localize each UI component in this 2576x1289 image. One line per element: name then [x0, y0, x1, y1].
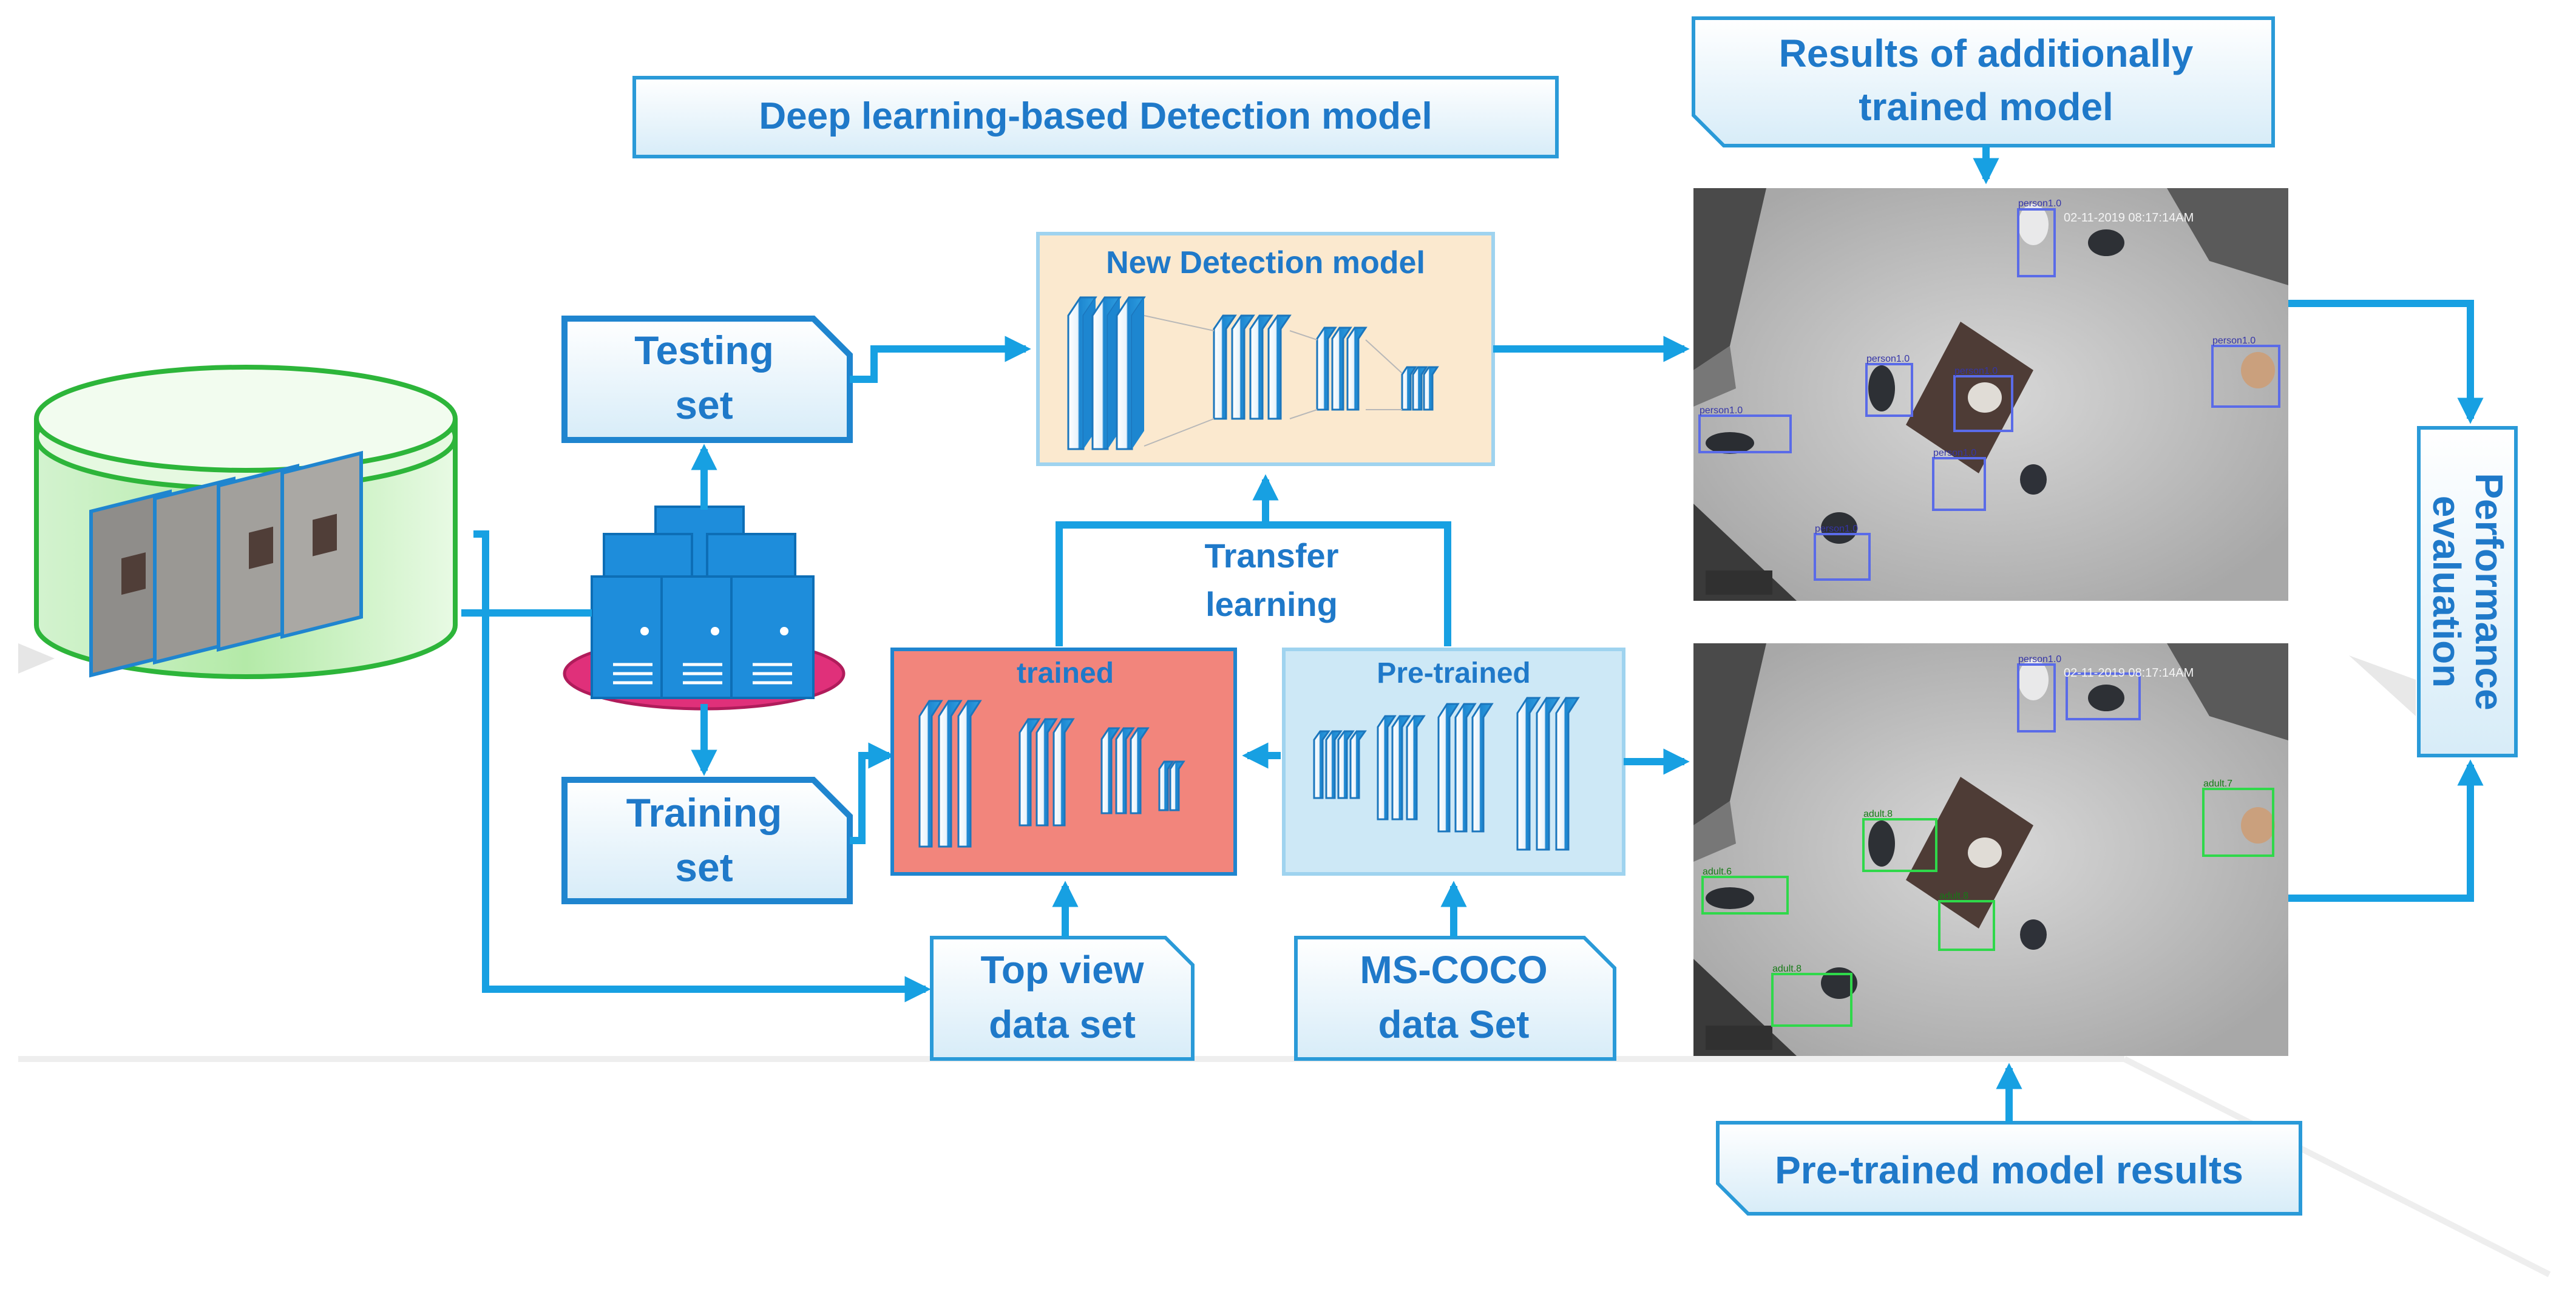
results-additional-line1: Results of additionally: [1779, 32, 2194, 75]
det-top-2: person1.0: [1866, 354, 1910, 364]
title-text: Deep learning-based Detection model: [759, 95, 1432, 137]
det-bottom-5: adult.8: [1772, 964, 1802, 974]
dataset-image-stack: [89, 450, 363, 678]
top-view-line1: Top view: [980, 948, 1144, 992]
pretrained-model-box: Pre-trained: [1282, 648, 1625, 876]
server-stack-icon: [563, 506, 846, 711]
pretrained-network-layers: [1313, 697, 1580, 851]
det-top-7: person1.0: [1815, 524, 1858, 534]
det-top-1: person1.0: [2018, 198, 2061, 209]
det-top-3: person1.0: [1954, 366, 1998, 376]
mscoco-dataset-box: MS-COCO data Set: [1294, 936, 1616, 1061]
top-view-line2: data set: [989, 1003, 1136, 1046]
performance-evaluation-box: Performance evaluation: [2417, 426, 2518, 757]
pretrained-results-label: Pre-trained model results: [1775, 1148, 2243, 1192]
mscoco-line2: data Set: [1378, 1003, 1530, 1046]
timestamp-top: 02-11-2019 08:17:14AM: [2064, 211, 2194, 225]
testing-set-line1: Testing: [634, 328, 774, 373]
testing-set-box: Testing set: [561, 316, 853, 443]
new-detection-model-label: New Detection model: [1106, 245, 1425, 280]
det-bottom-1: adult.8: [1863, 809, 1893, 819]
transfer-learning-line1: Transfer: [1205, 536, 1339, 575]
timestamp-bottom: 02-11-2019 08:17:14AM: [2064, 666, 2194, 680]
mscoco-line1: MS-COCO: [1360, 948, 1547, 992]
top-view-dataset-box: Top view data set: [930, 936, 1195, 1061]
training-set-line1: Training: [626, 790, 782, 835]
det-bottom-4: adult.7: [2203, 779, 2232, 789]
new-detection-model-box: New Detection model: [1036, 232, 1495, 466]
database-cylinder: [34, 365, 458, 679]
pretrained-results-box: Pre-trained model results: [1716, 1121, 2302, 1216]
transfer-learning-line2: learning: [1205, 585, 1338, 623]
performance-line2: evaluation: [2425, 496, 2469, 688]
trained-label: trained: [1017, 657, 1114, 689]
detection-result-photo-top: person1.0 person1.0 person1.0 person1.0 …: [1693, 188, 2288, 601]
pretrained-label: Pre-trained: [1377, 657, 1530, 689]
training-set-line2: set: [675, 845, 733, 890]
det-bottom-2: adult.6: [1703, 867, 1732, 877]
results-additional-line2: trained model: [1859, 85, 2113, 129]
det-top-6: person1.0: [2212, 336, 2256, 346]
detection-result-photo-bottom: adult.8 adult.6 adult.8 adult.7 adult.8 …: [1693, 643, 2288, 1056]
det-bottom-3: adult.8: [1939, 891, 1968, 901]
trained-network-layers: [918, 700, 1185, 848]
results-additional-box: Results of additionally trained model: [1692, 16, 2275, 147]
training-set-box: Training set: [561, 777, 853, 904]
det-top-5: person1.0: [1933, 448, 1976, 458]
det-bottom-6: person1.0: [2018, 654, 2061, 665]
testing-set-line2: set: [675, 382, 733, 427]
network-layers: [1067, 296, 1439, 450]
title-box: Deep learning-based Detection model: [632, 76, 1559, 158]
performance-line1: Performance: [2467, 473, 2511, 710]
det-top-4: person1.0: [1700, 405, 1743, 416]
trained-model-box: trained: [890, 648, 1237, 876]
